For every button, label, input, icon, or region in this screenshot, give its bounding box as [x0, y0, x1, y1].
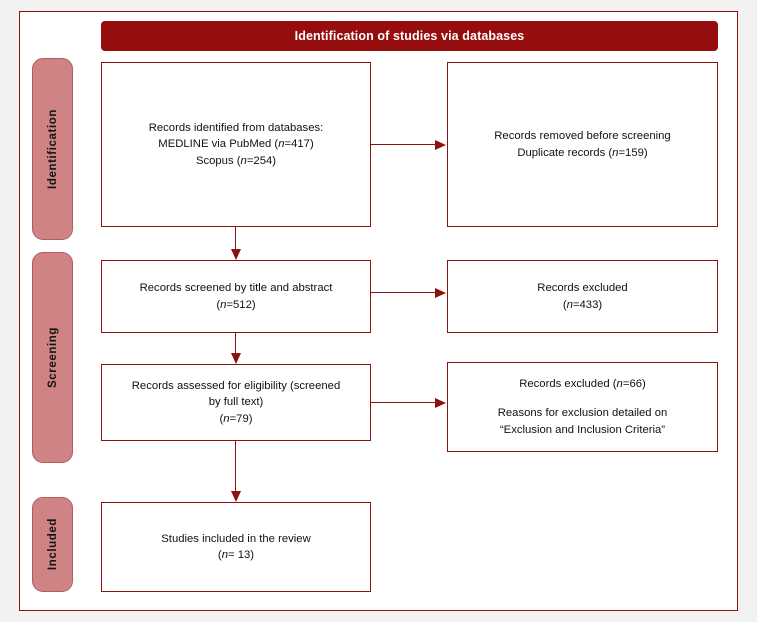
arrowhead-eligibility-to-included [230, 491, 241, 502]
box-records-identified: Records identified from databases: MEDLI… [101, 62, 371, 227]
records-screened-line-2: (n=512) [216, 298, 256, 311]
records-assessed-eligibility-line-1: Records assessed for eligibility (screen… [131, 380, 341, 393]
records-assessed-eligibility-line-3: (n=79) [219, 412, 253, 425]
stage-tab-included-label: Included [46, 518, 59, 571]
records-removed-line-1: Records removed before screening [494, 130, 671, 143]
connector-eligibility-to-included [235, 441, 237, 491]
stage-tab-included: Included [32, 497, 73, 592]
records-identified-line-1: Records identified from databases: [148, 122, 324, 135]
connector-screened-to-eligibility [235, 333, 237, 353]
arrowhead-identified-to-screened [230, 249, 241, 260]
records-assessed-eligibility-line-2: by full text) [208, 396, 264, 409]
box-records-screened: Records screened by title and abstract (… [101, 260, 371, 333]
records-excluded-screening-line-2: (n=433) [562, 298, 603, 311]
box-records-excluded-fulltext: Records excluded (n=66) Reasons for excl… [447, 362, 718, 452]
records-identified-line-3: Scopus (n=254) [195, 154, 277, 167]
stage-tab-identification-label: Identification [46, 109, 59, 189]
arrowhead-identified-to-removed [435, 139, 446, 150]
studies-included-line-1: Studies included in the review [161, 532, 311, 545]
connector-identified-to-screened [235, 227, 237, 249]
records-screened-line-1: Records screened by title and abstract [139, 282, 333, 295]
studies-included-line-2: (n= 13) [217, 549, 255, 561]
box-records-removed: Records removed before screening Duplica… [447, 62, 718, 227]
connector-eligibility-to-excluded [371, 402, 435, 404]
identification-banner: Identification of studies via databases [101, 21, 718, 51]
box-records-assessed-eligibility: Records assessed for eligibility (screen… [101, 364, 371, 441]
connector-identified-to-removed [371, 144, 435, 146]
arrowhead-screened-to-excluded [435, 287, 446, 298]
records-identified-line-2: MEDLINE via PubMed (n=417) [158, 138, 314, 151]
stage-tab-screening: Screening [32, 252, 73, 463]
stage-tab-screening-label: Screening [46, 326, 59, 388]
box-records-excluded-screening: Records excluded (n=433) [447, 260, 718, 333]
records-removed-line-2: Duplicate records (n=159) [517, 146, 648, 159]
connector-screened-to-excluded [371, 292, 435, 294]
banner-title: Identification of studies via databases [294, 29, 525, 43]
stage-tab-identification: Identification [32, 58, 73, 240]
arrowhead-screened-to-eligibility [230, 353, 241, 364]
records-excluded-screening-line-1: Records excluded [537, 282, 628, 295]
records-excluded-fulltext-line-3: “Exclusion and Inclusion Criteria” [499, 423, 666, 436]
records-excluded-fulltext-line-2: Reasons for exclusion detailed on [497, 407, 668, 420]
box-studies-included: Studies included in the review (n= 13) [101, 502, 371, 592]
records-excluded-fulltext-line-1: Records excluded (n=66) [519, 378, 646, 391]
arrowhead-eligibility-to-excluded [435, 397, 446, 408]
